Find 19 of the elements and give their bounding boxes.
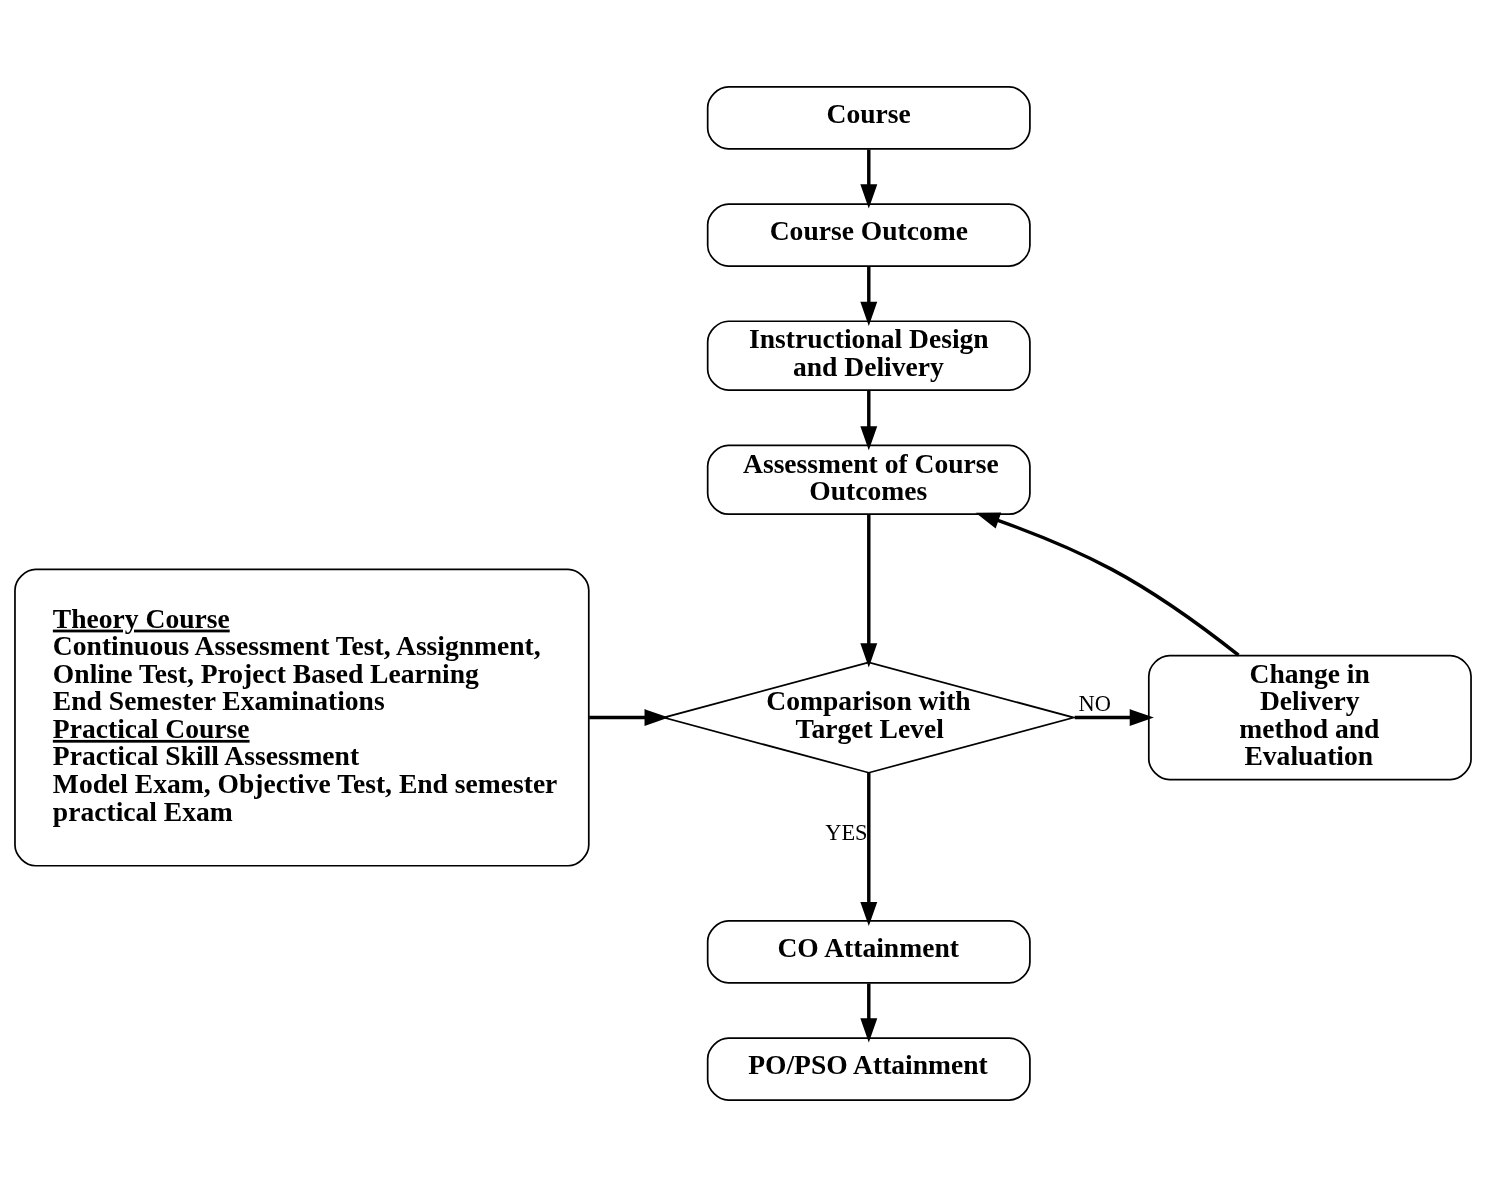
arrow xyxy=(975,512,1240,657)
node-box: Instructional Design and Delivery xyxy=(706,319,1031,391)
arrow xyxy=(860,983,878,1043)
arrow xyxy=(860,514,878,667)
edge-label: YES xyxy=(825,819,868,845)
node-box: CO Attainment xyxy=(706,919,1031,984)
edge-label: NO xyxy=(1078,690,1111,716)
node-box: Theory Course Continuous Assessment Test, Assignment, Online Test, Project Based Learning End Semester Examinations Practical Course Practical Skill Assessment Model Exam, Objective Test, End semester practical Exam xyxy=(14,568,590,867)
node-box: Course xyxy=(706,85,1031,150)
node-box: Change in Delivery method and Evaluation xyxy=(1147,654,1472,780)
node-box: Assessment of Course Outcomes xyxy=(706,443,1031,515)
arrow xyxy=(860,265,878,326)
node-box: PO/PSO Attainment xyxy=(706,1036,1031,1101)
node-box: Course Outcome xyxy=(706,202,1031,267)
arrow xyxy=(589,708,669,726)
arrow xyxy=(1074,708,1154,726)
arrow xyxy=(860,772,878,926)
arrow xyxy=(860,149,878,208)
arrow xyxy=(860,389,878,450)
